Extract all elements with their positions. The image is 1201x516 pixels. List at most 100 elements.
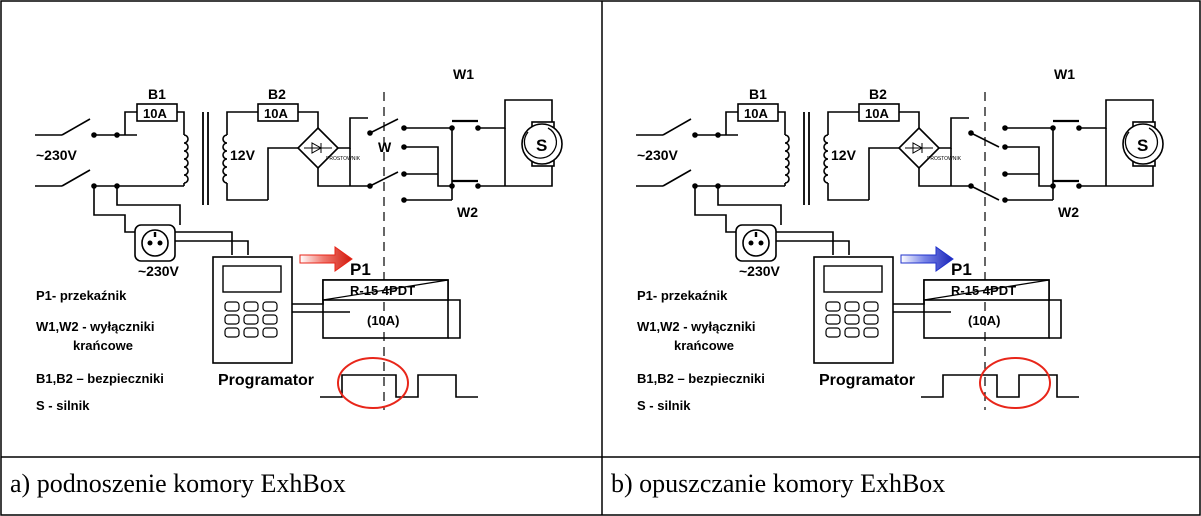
wire <box>292 290 324 305</box>
programmer-key <box>863 327 879 338</box>
highlight-circle <box>337 357 409 409</box>
wire <box>226 111 258 135</box>
wire <box>175 231 233 255</box>
programmer-key <box>243 327 259 338</box>
legend-entry: P1- przekaźnik <box>637 288 728 303</box>
socket-pin <box>748 240 754 246</box>
wire <box>338 117 368 149</box>
programmer-key <box>825 314 841 325</box>
wire <box>124 111 137 135</box>
limit-switch-w1-label: W1 <box>1054 66 1075 82</box>
fuse-b1-name: B1 <box>148 86 166 102</box>
panel-a-raising: ~230VB110A12VB210APROSTOWNIKWW1W2S~230VP… <box>35 66 563 413</box>
wire <box>868 147 899 200</box>
junction-dot <box>449 183 455 189</box>
fuse-b1-rating: 10A <box>143 106 167 121</box>
legend-entry: krańcowe <box>73 338 133 353</box>
mains-voltage-label: ~230V <box>36 147 78 163</box>
legend-entry: krańcowe <box>674 338 734 353</box>
wire <box>116 186 181 225</box>
programmer-key <box>844 314 860 325</box>
motor-label: S <box>1137 136 1148 155</box>
mains-switch-top <box>662 118 692 136</box>
fuse-b2-rating: 10A <box>865 106 889 121</box>
wire <box>175 240 249 255</box>
signal-arrow <box>900 246 954 272</box>
fuse-b1-rating: 10A <box>744 106 768 121</box>
socket-pin <box>157 240 163 246</box>
fuse-b2-name: B2 <box>268 86 286 102</box>
transformer-coil <box>222 134 228 184</box>
limit-switch-w1-label: W1 <box>453 66 474 82</box>
relay-coil-diagonal <box>923 279 1050 301</box>
junction-dot <box>1050 125 1056 131</box>
programmer-key <box>825 327 841 338</box>
mains-switch-bottom <box>61 169 91 187</box>
wire <box>918 168 969 187</box>
wire <box>93 186 135 233</box>
transformer-coil <box>784 134 790 184</box>
programmer-key <box>224 301 240 312</box>
wire <box>478 166 553 187</box>
caption-a: a) podnoszenie komory ExhBox <box>10 469 346 498</box>
socket-face <box>742 229 770 257</box>
socket-voltage-label: ~230V <box>739 263 781 279</box>
wire <box>893 290 925 305</box>
fuse-b1-name: B1 <box>749 86 767 102</box>
wire <box>267 147 298 200</box>
fuse-b2-rating: 10A <box>264 106 288 121</box>
highlight-circle <box>979 357 1051 409</box>
motor-rotation-arrow <box>523 127 558 159</box>
socket-pin <box>758 240 764 246</box>
wire <box>827 183 869 201</box>
programmer-key <box>262 327 278 338</box>
programmer-display <box>222 265 282 293</box>
programmer-display <box>823 265 883 293</box>
wire <box>478 99 553 129</box>
wire <box>298 111 319 128</box>
wire <box>939 117 969 149</box>
wire <box>717 186 782 225</box>
control-pulse-signal <box>921 374 1079 398</box>
wire <box>776 231 834 255</box>
dc-voltage-label: 12V <box>831 147 857 163</box>
transformer-coil <box>183 134 189 184</box>
relay-contact-bottom <box>369 171 399 187</box>
programmer-label: Programator <box>819 372 915 389</box>
mains-switch-top <box>61 118 91 136</box>
motor-label: S <box>536 136 547 155</box>
relay-model: R-15 4PDT <box>951 283 1016 298</box>
legend-entry: S - silnik <box>637 398 691 413</box>
transformer-coil <box>823 134 829 184</box>
legend-entry: B1,B2 – bezpieczniki <box>637 371 765 386</box>
relay-contact-bottom <box>970 185 1000 201</box>
wire <box>725 111 738 135</box>
signal-arrow <box>299 246 353 272</box>
control-pulse-signal <box>320 374 478 398</box>
wire <box>899 111 920 128</box>
fuse-b2-name: B2 <box>869 86 887 102</box>
programmer-label: Programator <box>218 372 314 389</box>
relay-rating: (10A) <box>367 313 400 328</box>
legend-entry: W1,W2 - wyłączniki <box>36 319 154 334</box>
motor-rotation-arrow <box>1124 127 1159 159</box>
programmer-key <box>262 301 278 312</box>
wire <box>1005 146 1053 187</box>
wire <box>317 168 368 187</box>
programmer-key <box>262 314 278 325</box>
programmer-key <box>844 327 860 338</box>
limit-switch-w2-label: W2 <box>1058 204 1079 220</box>
mains-switch-bottom <box>662 169 692 187</box>
relay-model: R-15 4PDT <box>350 283 415 298</box>
caption-b: b) opuszczanie komory ExhBox <box>611 469 945 498</box>
relay-contact-top <box>369 118 399 134</box>
relay-name: P1 <box>951 260 972 279</box>
legend-entry: S - silnik <box>36 398 90 413</box>
mains-voltage-label: ~230V <box>637 147 679 163</box>
programmer-key <box>863 314 879 325</box>
wire <box>226 183 268 201</box>
programmer-key <box>243 314 259 325</box>
wire <box>776 240 850 255</box>
